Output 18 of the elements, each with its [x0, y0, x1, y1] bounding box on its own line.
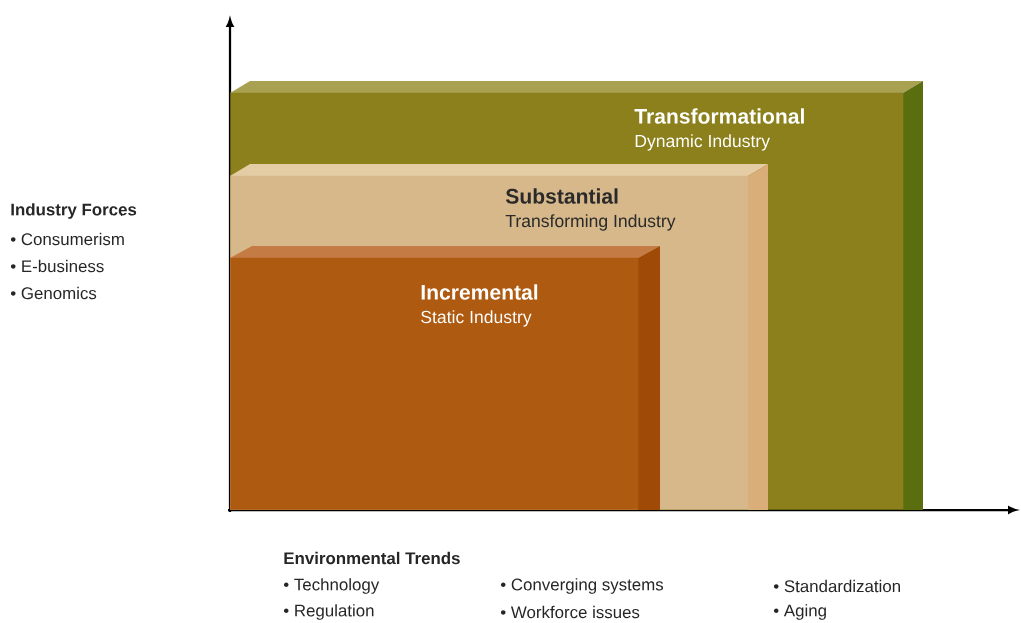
block-title: Substantial — [505, 188, 618, 204]
heading: Industry Forces — [11, 203, 137, 219]
block-title: Incremental — [421, 284, 538, 300]
block-subtitle: Transforming Industry — [505, 214, 676, 231]
list-item: • Regulation — [283, 604, 374, 620]
list-item: • Workforce issues — [500, 605, 640, 619]
block-title: Transformational — [634, 108, 804, 124]
list-item: • E-business — [10, 259, 104, 273]
block-subtitle: Static Industry — [421, 310, 532, 327]
list-item: • Genomics — [10, 286, 97, 300]
list-item: • Aging — [773, 604, 826, 620]
heading: Environmental Trends — [284, 551, 460, 565]
block-subtitle: Dynamic Industry — [635, 134, 770, 151]
block — [230, 246, 660, 510]
list-item: • Technology — [283, 578, 380, 594]
list-item: • Standardization — [773, 579, 900, 593]
list-item: • Consumerism — [10, 232, 124, 246]
list-item: • Converging systems — [500, 578, 664, 594]
